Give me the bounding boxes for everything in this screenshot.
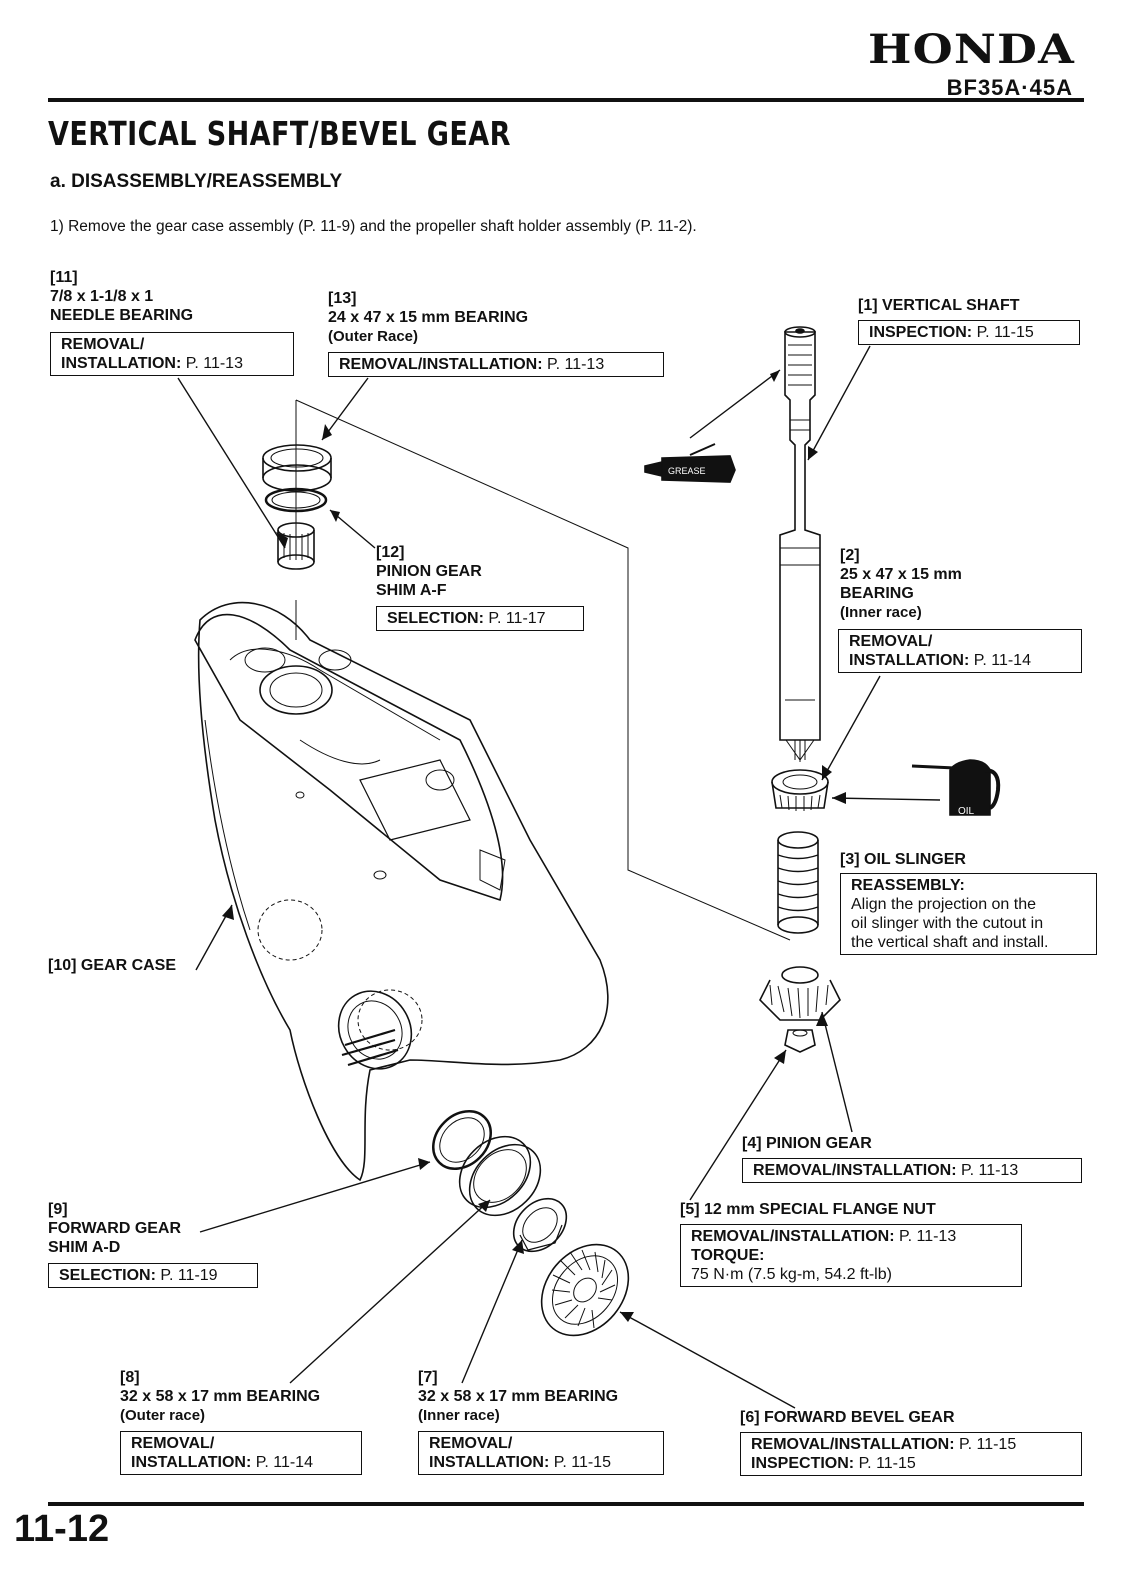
grease-tube-icon — [644, 443, 736, 483]
callout-5: [5] 12 mm SPECIAL FLANGE NUT — [680, 1201, 936, 1218]
callout-11-ref-box: REMOVAL/ INSTALLATION: P. 11-13 — [50, 332, 294, 376]
callout-line: (Inner race) — [418, 1407, 500, 1424]
callout-number: [8] — [120, 1369, 140, 1386]
callout-1: [1] VERTICAL SHAFT — [858, 297, 1020, 314]
vertical-shaft-drawing — [779, 326, 821, 762]
model-name: BF35A·45A — [946, 75, 1073, 100]
flange-nut-drawing — [784, 1029, 816, 1053]
gear-case-drawing — [194, 601, 609, 1182]
callout-12: [12] PINION GEAR SHIM A-F — [376, 543, 482, 600]
callout-line: BEARING — [840, 585, 914, 602]
callout-1-ref-box: INSPECTION: P. 11-15 — [858, 320, 1080, 345]
callout-9-ref-box: SELECTION: P. 11-19 — [48, 1263, 258, 1288]
callout-13-ref-box: REMOVAL/INSTALLATION: P. 11-13 — [328, 352, 664, 377]
callout-line: 32 x 58 x 17 mm BEARING — [120, 1388, 321, 1405]
section-subtitle: a. DISASSEMBLY/REASSEMBLY — [50, 171, 343, 192]
oil-slinger-drawing — [777, 831, 819, 934]
footer-rule — [48, 1502, 1084, 1506]
callout-7: [7] 32 x 58 x 17 mm BEARING (Inner race) — [418, 1368, 618, 1425]
callout-3-ref-box: REASSEMBLY: Align the projection on the … — [840, 873, 1097, 955]
callout-line: SHIM A-F — [376, 582, 447, 599]
callout-2: [2] 25 x 47 x 15 mm BEARING (Inner race) — [840, 546, 962, 622]
callout-8-ref-box: REMOVAL/ INSTALLATION: P. 11-14 — [120, 1431, 362, 1475]
callout-6-ref-box: REMOVAL/INSTALLATION: P. 11-15 INSPECTIO… — [740, 1432, 1082, 1476]
callout-5-ref-box: REMOVAL/INSTALLATION: P. 11-13 TORQUE: 7… — [680, 1224, 1022, 1287]
header-rule — [48, 98, 1084, 102]
callout-number: [7] — [418, 1369, 438, 1386]
callout-number: [9] — [48, 1201, 68, 1218]
callout-8: [8] 32 x 58 x 17 mm BEARING (Outer race) — [120, 1368, 320, 1425]
callout-number: [2] — [840, 547, 860, 564]
honda-logo: HONDA — [868, 26, 1075, 73]
callout-number: [12] — [376, 544, 405, 561]
page-title: VERTICAL SHAFT/BEVEL GEAR — [48, 114, 511, 153]
bearing-2-drawing — [771, 769, 829, 811]
callout-4-ref-box: REMOVAL/INSTALLATION: P. 11-13 — [742, 1158, 1082, 1183]
callout-13: [13] 24 x 47 x 15 mm BEARING (Outer Race… — [328, 289, 528, 346]
oil-can-icon — [911, 759, 1001, 816]
callout-4: [4] PINION GEAR — [742, 1135, 872, 1152]
forward-bevel-gear-drawing — [540, 1243, 630, 1337]
pinion-gear-drawing — [759, 966, 841, 1021]
callout-12-ref-box: SELECTION: P. 11-17 — [376, 606, 584, 631]
callout-line: 7/8 x 1-1/8 x 1 — [50, 288, 154, 305]
callout-line: (Inner race) — [840, 604, 922, 621]
callout-11: [11] 7/8 x 1-1/8 x 1 NEEDLE BEARING — [50, 268, 193, 325]
callout-6: [6] FORWARD BEVEL GEAR — [740, 1409, 955, 1426]
axis-line — [295, 399, 791, 941]
step-text: 1) Remove the gear case assembly (P. 11-… — [50, 218, 697, 235]
callout-number: [13] — [328, 290, 357, 307]
callout-2-ref-box: REMOVAL/ INSTALLATION: P. 11-14 — [838, 629, 1082, 673]
callout-line: SHIM A-D — [48, 1239, 121, 1256]
shim-12-drawing — [264, 487, 328, 513]
callout-line: FORWARD GEAR — [48, 1220, 182, 1237]
callout-line: PINION GEAR — [376, 563, 482, 580]
bearing-8-drawing — [458, 1135, 542, 1217]
leader-lines — [177, 345, 941, 1409]
oil-label: OIL — [958, 806, 975, 817]
callout-line: NEEDLE BEARING — [50, 307, 194, 324]
callout-line: (Outer Race) — [328, 328, 419, 345]
callout-line: 25 x 47 x 15 mm — [840, 566, 962, 583]
callout-7-ref-box: REMOVAL/ INSTALLATION: P. 11-15 — [418, 1431, 664, 1475]
callout-3: [3] OIL SLINGER — [840, 851, 966, 868]
shim-9-drawing — [432, 1110, 492, 1170]
callout-number: [11] — [50, 269, 78, 286]
callout-line: (Outer race) — [120, 1407, 206, 1424]
grease-label: GREASE — [668, 466, 706, 476]
callout-line: 24 x 47 x 15 mm BEARING — [328, 309, 529, 326]
callout-9: [9] FORWARD GEAR SHIM A-D — [48, 1200, 181, 1257]
callout-line: 32 x 58 x 17 mm BEARING — [418, 1388, 619, 1405]
callout-10: [10] GEAR CASE — [48, 957, 177, 974]
bearing-13-drawing — [262, 444, 332, 492]
page-number: 11-12 — [14, 1508, 110, 1550]
